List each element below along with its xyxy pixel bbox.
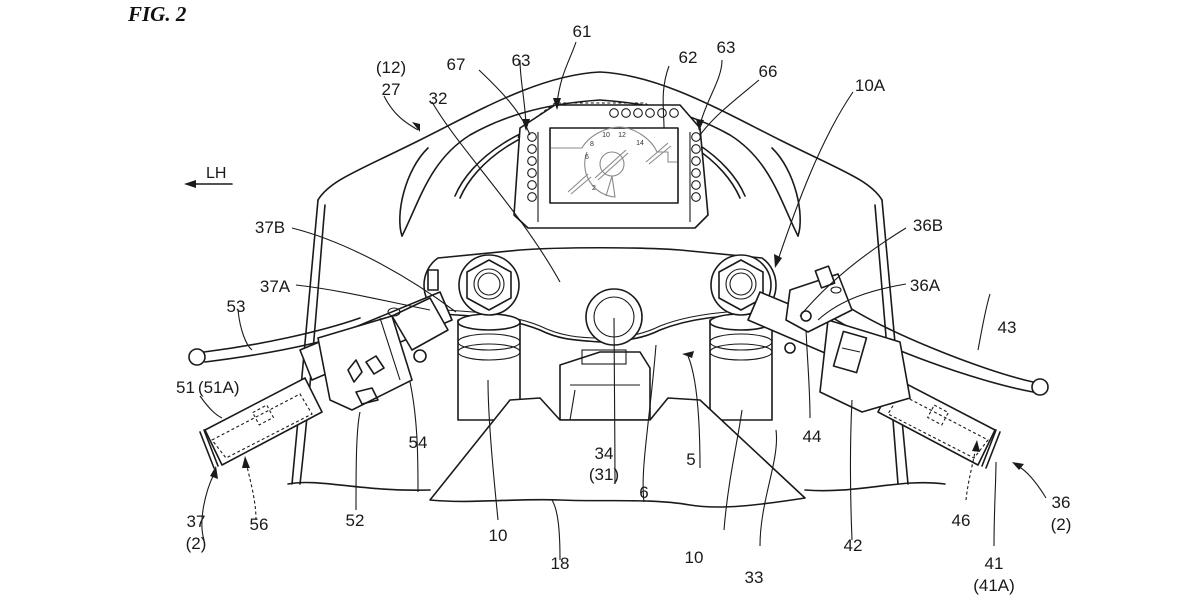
gauge-tick: 14 (636, 140, 644, 147)
label-left-grip: 51(51A) (176, 378, 240, 397)
label-right-handlebar: 36 (1052, 493, 1071, 512)
top-indicator-dots (609, 108, 679, 118)
label-left-handlebar: 37 (187, 512, 206, 531)
label-frame-head: 5 (686, 450, 695, 469)
label-led-right: 66 (759, 62, 778, 81)
right-master-cylinder (784, 265, 853, 354)
direction-indicator: LH (184, 165, 233, 188)
lower-body-line-left (287, 481, 431, 491)
steering-head (559, 349, 651, 421)
label-cowl-sub: (12) (376, 58, 406, 77)
label-bar-left-a: 37A (260, 277, 291, 296)
label-right-master-cyl: 44 (803, 427, 822, 446)
meter-unit: 2 6 8 10 12 14 (513, 104, 709, 229)
label-right-handlebar-sub: (2) (1051, 515, 1072, 534)
label-right-grip: 41 (985, 554, 1004, 573)
label-right-heater: 46 (952, 511, 971, 530)
label-left-switch-box: 52 (346, 511, 365, 530)
left-lever-holder (387, 269, 449, 363)
label-left-handlebar-sub: (2) (186, 534, 207, 553)
label-indicator-right: 63 (717, 38, 736, 57)
direction-label: LH (206, 165, 226, 182)
fork-right (709, 313, 773, 421)
label-left-grip-sub: (51A) (198, 378, 240, 397)
label-stem-nut-10a: 10A (855, 76, 886, 95)
label-right-grip-sub: (41A) (973, 576, 1015, 595)
gauge-tick-labels: 2 6 8 10 12 14 (585, 132, 644, 192)
leader-lines (199, 41, 1047, 561)
label-inner-fairing: 18 (551, 554, 570, 573)
left-led-column (527, 132, 537, 202)
label-brake-lever: 43 (998, 318, 1017, 337)
label-clutch-lever: 53 (227, 297, 246, 316)
label-indicator-left: 63 (512, 51, 531, 70)
label-bar-right-a: 36A (910, 276, 941, 295)
label-stem-cover: 6 (639, 483, 648, 502)
label-left-grip-main: 51 (176, 378, 195, 397)
reference-labels: (12) 27 61 63 63 67 66 62 32 10A 37B 37A… (176, 22, 1071, 595)
gauge-tick: 2 (592, 185, 596, 192)
right-led-column (691, 132, 701, 202)
clutch-lever (188, 317, 363, 366)
lower-body-line-right (804, 481, 946, 492)
label-stem-nut-sub: (31) (589, 465, 619, 484)
label-left-heater: 56 (250, 515, 269, 534)
label-bar-left-b: 37B (255, 218, 285, 237)
left-arrow-icon (184, 180, 233, 188)
label-fork-left: 10 (489, 526, 508, 545)
label-left-lever-holder: 54 (409, 433, 428, 452)
fork-cap-left (458, 254, 520, 316)
label-fork-right: 10 (685, 548, 704, 567)
gauge-tick: 12 (618, 132, 626, 139)
right-switch-box (819, 319, 911, 413)
inner-fairing (429, 397, 806, 508)
upper-cowl (291, 71, 909, 485)
gauge-tick: 8 (590, 141, 594, 148)
label-cowl: 27 (382, 80, 401, 99)
label-led-left: 67 (447, 55, 466, 74)
label-bar-right-b: 36B (913, 216, 943, 235)
label-meter-unit: 61 (573, 22, 592, 41)
gauge-tick: 10 (602, 132, 610, 139)
label-right-switch-box: 42 (844, 536, 863, 555)
label-stem-nut: 34 (595, 444, 614, 463)
gauge-tick: 6 (585, 154, 589, 161)
label-top-bridge: 32 (429, 89, 448, 108)
left-switch-box (317, 315, 413, 411)
label-bolt: 33 (745, 568, 764, 587)
label-display: 62 (679, 48, 698, 67)
figure-title: FIG. 2 (127, 2, 187, 26)
